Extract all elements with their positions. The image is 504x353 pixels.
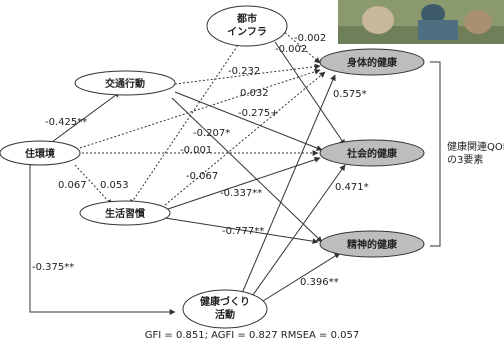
coef-health-mental: 0.396** <box>300 277 339 288</box>
coef-health-physical: 0.575* <box>333 89 367 100</box>
node-infra-line2: インフラ <box>227 26 267 38</box>
node-lifestyle-label: 生活習慣 <box>105 207 145 220</box>
edge-health-physical <box>239 74 336 299</box>
edge-infra-physical <box>281 29 321 64</box>
edge-traffic-mental <box>171 97 323 243</box>
node-infra-line1: 都市 <box>236 12 257 25</box>
node-infra: 都市 インフラ <box>206 5 288 47</box>
coef-lifestyle-mental: -0.777** <box>222 226 264 237</box>
node-social: 社会的健康 <box>319 139 425 167</box>
edge-living-lifestyle <box>74 164 113 206</box>
fit-indices: GFI = 0.851; AGFI = 0.827 RMSEA = 0.057 <box>144 330 360 341</box>
coef-infra-social: -0.002 <box>275 44 307 55</box>
node-health-line1: 健康づくり <box>200 295 250 308</box>
edge-living-traffic <box>51 91 121 143</box>
coef-living-lifestyle: 0.067 <box>58 180 87 191</box>
edge-health-social <box>247 164 346 303</box>
coef-traffic-social: 0.032 <box>240 88 269 99</box>
node-physical-label: 身体的健康 <box>347 56 398 69</box>
coef-health-social: 0.471* <box>335 182 369 193</box>
edge-living-health <box>29 165 176 315</box>
node-health-line2: 活動 <box>215 308 235 321</box>
node-traffic-label: 交通行動 <box>105 77 145 90</box>
coef-living-social: -0.001 <box>180 145 212 156</box>
coef-living-traffic: -0.425** <box>45 117 87 128</box>
coef-traffic-mental: -0.207* <box>193 128 230 139</box>
node-social-label: 社会的健康 <box>346 147 398 160</box>
node-living-label: 住環境 <box>25 147 55 160</box>
node-traffic: 交通行動 <box>74 70 176 96</box>
coef-lifestyle-traffic: 0.053 <box>100 180 129 191</box>
qol-label-line1: 健康関連QOL <box>447 140 504 153</box>
node-health-activity: 健康づくり 活動 <box>182 289 268 329</box>
coef-traffic-physical: -0.232 <box>228 66 260 77</box>
coef-living-health: -0.375** <box>32 262 74 273</box>
edge-infra-lifestyle <box>129 41 241 206</box>
qol-label-line2: の3要素 <box>447 153 483 166</box>
coef-traffic-social-b: -0.275+ <box>238 108 279 119</box>
edge-lifestyle-physical <box>164 71 326 206</box>
edge-traffic-physical <box>174 63 321 85</box>
coefficient-labels: -0.425** 0.067 0.053 -0.375** -0.002 -0.… <box>32 33 369 288</box>
edge-lifestyle-mental <box>164 217 319 245</box>
coef-lifestyle-social: -0.337** <box>220 188 262 199</box>
qol-bracket <box>430 61 441 247</box>
node-living: 住環境 <box>0 140 81 166</box>
coef-infra-physical: -0.002 <box>294 33 326 44</box>
edge-lifestyle-social <box>164 156 321 211</box>
corner-photo <box>338 0 504 44</box>
node-physical: 身体的健康 <box>319 48 425 76</box>
node-mental-label: 精神的健康 <box>347 238 398 251</box>
node-mental: 精神的健康 <box>319 230 425 258</box>
coef-lifestyle-physical: -0.067 <box>186 171 218 182</box>
edge-health-mental <box>254 252 341 307</box>
node-lifestyle: 生活習慣 <box>79 200 171 226</box>
edges <box>29 29 441 315</box>
edge-traffic-social <box>174 91 323 151</box>
edge-infra-social <box>274 41 346 146</box>
